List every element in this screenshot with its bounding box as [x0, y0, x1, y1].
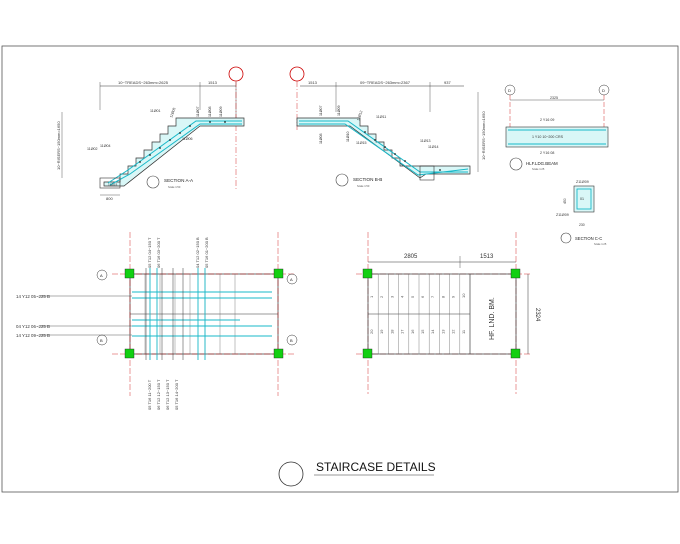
- plan-left-bottom-label: 06 T12 12~150 T: [156, 379, 161, 410]
- step-number: 7: [430, 295, 435, 298]
- plan-left-top-label: 04 T12 02~150 B: [195, 237, 200, 268]
- sheet-border: [1, 45, 679, 493]
- step-number: 12: [451, 329, 456, 334]
- beam-grid-left: D: [508, 88, 511, 93]
- section-b-bar-label: 11Ø07: [319, 105, 323, 116]
- plan-right-dim-left: 2805: [404, 254, 418, 260]
- step-number: 9: [451, 295, 456, 298]
- section-a-label: SECTION A-A: [164, 178, 194, 183]
- plan-left-top-label: 05 T16 01~200 B: [204, 237, 209, 268]
- step-number: 14: [430, 329, 435, 334]
- section-a-bar-label: 11Ø06: [182, 137, 193, 141]
- section-b-bar-label: 11Ø09: [337, 105, 341, 116]
- drawing-title: STAIRCASE DETAILS: [316, 460, 436, 474]
- reinforcement-plan: A A B B 05 T12 04~150 T 06 T16 03~200 T …: [16, 232, 298, 410]
- section-a-bar-label: 11Ø04: [100, 144, 111, 148]
- section-c-bot-note: Z11Ø09: [556, 213, 569, 217]
- section-b-label: SECTION B-B: [353, 177, 382, 182]
- section-b-bar-label: 11Ø15: [356, 141, 367, 145]
- step-number: 15: [420, 329, 425, 334]
- plan-left-bottom-label: 05 T16 14~200 T: [174, 379, 179, 410]
- section-a-bar-label: 11Ø02: [87, 147, 98, 151]
- step-number: 20: [369, 329, 374, 334]
- section-b-landing-dim: 1513: [308, 80, 318, 85]
- step-number: 10: [461, 293, 466, 298]
- step-number: 18: [389, 329, 394, 334]
- plan-left-sec-a-right: A: [290, 277, 293, 282]
- beam-link-bars: 1 Y10 10~200 CRS: [532, 135, 564, 139]
- step-number: 5: [410, 295, 415, 298]
- section-b-scale: Scale 1:50: [357, 184, 370, 188]
- step-number: 8: [440, 295, 445, 298]
- plan-left-bottom-label: 06 T12 13~150 T: [165, 379, 170, 410]
- section-a-scale: Scale 1:50: [168, 185, 181, 189]
- step-number: 4: [400, 295, 405, 298]
- section-a-landing-dim: 1513: [208, 80, 218, 85]
- section-c-height-dim: 450: [563, 198, 567, 204]
- section-b-end-dim: 937: [444, 80, 451, 85]
- section-c-top-note: Z11Ø09: [576, 180, 589, 184]
- plan-left-sec-a-left: A: [100, 273, 103, 278]
- section-a-bar-label: 11Ø05: [169, 107, 176, 118]
- step-number: 2: [379, 295, 384, 298]
- section-b-bar-label: 11Ø12: [356, 110, 363, 121]
- section-b-bar-label: 11Ø08: [319, 133, 323, 144]
- step-number: 6: [420, 295, 425, 298]
- plan-left-sec-b-left: B: [100, 338, 103, 343]
- plan-left-left-label: 14 Y12 09~225 B: [16, 333, 50, 338]
- step-number: 11: [461, 329, 466, 334]
- section-c-inner: 01: [580, 197, 584, 201]
- step-number: 19: [379, 329, 384, 334]
- section-b-bar-label: 11Ø11: [376, 115, 386, 119]
- step-number: 17: [400, 329, 405, 334]
- section-a-bar-label: 11Ø07: [196, 106, 200, 117]
- section-b-treads-dim: 09~TREADS~263mm=2367: [360, 80, 411, 85]
- step-number: 16: [410, 329, 415, 334]
- plan-left-left-label: 04 Y12 06~225 B: [16, 324, 50, 329]
- beam-top-bars: 2 Y16 09: [540, 118, 554, 122]
- plan-right-dim-right: 1513: [480, 254, 494, 260]
- plan-left-left-label: 14 Y12 05~225 B: [16, 294, 50, 299]
- step-number: 13: [440, 329, 445, 334]
- beam-detail: D D 2325 2 Y16 09 1 Y10 10~200 CRS 2 Y16…: [504, 84, 610, 171]
- section-a-bar-label: 11Ø01: [150, 109, 161, 113]
- plan-right-beam-label: HF. LND. BM.: [489, 297, 496, 340]
- section-b-riser-dim: 10~RISERS~150mm=1650: [481, 111, 486, 160]
- beam-bot-bars: 2 Y16 08: [540, 151, 554, 155]
- section-a-treads-dim: 10~TREADS~263mm=2625: [118, 80, 169, 85]
- section-b-bar-label: 11Ø14: [428, 145, 439, 149]
- title-block: STAIRCASE DETAILS: [278, 460, 436, 487]
- plan-right-dim-side: 2324: [534, 308, 540, 322]
- section-a-bar-label: 11Ø08: [208, 106, 212, 117]
- beam-grid-right: D: [602, 88, 605, 93]
- section-a-drawing: 10~TREADS~263mm=2625 1513 10~RISERS~150m…: [56, 66, 245, 201]
- section-a-base-dim: 800: [106, 196, 113, 201]
- step-number: 1: [369, 295, 374, 298]
- section-c-detail: 01 Z11Ø09 Z11Ø09 450 230 SECTION C-C Sca…: [556, 180, 607, 246]
- beam-scale: Scale 1:25: [532, 167, 545, 171]
- section-a-bar-label: 11Ø15: [108, 183, 118, 187]
- plan-left-bottom-label: 05 T16 11~200 T: [147, 379, 152, 410]
- section-b-drawing: 1513 09~TREADS~263mm=2367 937 10~RISERS~…: [289, 66, 486, 188]
- section-c-label: SECTION C-C: [575, 236, 602, 241]
- beam-width-dim: 2325: [550, 96, 558, 100]
- step-number: 3: [389, 295, 394, 298]
- section-a-bar-label: 11Ø09: [219, 106, 223, 117]
- section-b-bar-label: 11Ø13: [420, 139, 431, 143]
- section-c-scale: Scale 1:25: [594, 242, 607, 246]
- section-b-bar-label: 11Ø10: [346, 131, 350, 142]
- beam-label: HLF.LDG.BEAM: [526, 161, 558, 166]
- plan-left-top-label: 06 T16 03~200 T: [156, 237, 161, 268]
- plan-left-sec-b-right: B: [290, 338, 293, 343]
- plan-left-top-label: 05 T12 04~150 T: [147, 237, 152, 268]
- section-c-width-dim: 230: [579, 223, 585, 227]
- section-a-riser-dim: 10~RISERS~150mm=1650: [56, 121, 61, 170]
